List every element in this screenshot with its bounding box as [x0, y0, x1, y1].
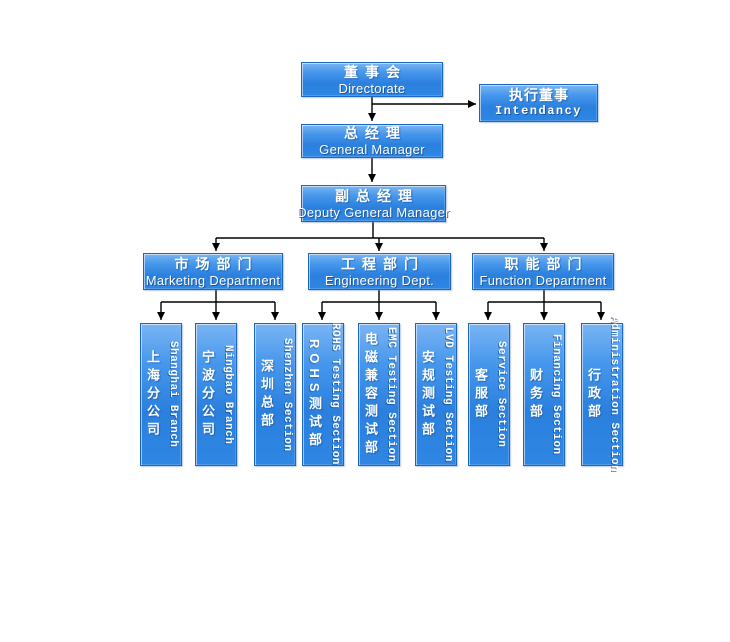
node-directorate: 董事会 Directorate — [301, 62, 443, 97]
node-function-label-en: Function Department — [479, 272, 607, 288]
node-lvd-testing-section: 安规测试部 LVD Testing Section — [415, 323, 457, 466]
node-service-section-label-zh: 客服部 — [473, 367, 488, 422]
node-rohs-testing-section-label-en: ROHS Testing Section — [329, 323, 341, 466]
node-engineering-label-en: Engineering Dept. — [324, 272, 435, 288]
node-function-label-zh: 职能部门 — [504, 255, 589, 272]
node-directorate-label-en: Directorate — [338, 80, 406, 96]
node-financing-section-label-en: Financing Section — [550, 334, 562, 455]
node-administration-section: 行政部 Administration Section — [581, 316, 623, 473]
node-marketing-label-zh: 市场部门 — [174, 255, 259, 272]
node-directorate-label-zh: 董事会 — [344, 63, 407, 80]
node-financing-section-label-zh: 财务部 — [528, 367, 543, 422]
node-ningbao-branch-label-en: Ningbao Branch — [222, 344, 234, 445]
node-engineering-department: 工程部门 Engineering Dept. — [308, 253, 451, 290]
node-marketing-label-en: Marketing Department — [145, 272, 281, 288]
node-marketing-department: 市场部门 Marketing Department — [143, 253, 283, 290]
node-intendancy: 执行董事 Intendancy — [479, 84, 598, 122]
node-service-section-label-en: Service Section — [495, 341, 507, 448]
node-engineering-label-zh: 工程部门 — [341, 255, 425, 272]
node-financing-section: 财务部 Financing Section — [523, 323, 565, 466]
node-rohs-testing-section: ROHS测试部 ROHS Testing Section — [302, 323, 344, 466]
node-lvd-testing-section-label-zh: 安规测试部 — [420, 349, 435, 440]
node-intendancy-label-en: Intendancy — [494, 104, 582, 118]
node-emc-testing-section-label-zh: 电磁兼容测试部 — [363, 331, 378, 458]
node-administration-section-label-zh: 行政部 — [586, 367, 601, 422]
node-ningbao-branch-label-zh: 宁波分公司 — [200, 349, 215, 440]
node-general-manager-label-en: General Manager — [319, 142, 425, 157]
node-general-manager: 总经理 General Manager — [301, 124, 443, 158]
node-deputy-general-manager-label-zh: 副总经理 — [335, 187, 419, 204]
node-intendancy-label-zh: 执行董事 — [509, 87, 569, 103]
node-rohs-testing-section-label-zh: ROHS测试部 — [307, 338, 322, 451]
node-administration-section-label-en: Administration Section — [608, 316, 620, 473]
node-shenzhen-section-label-zh: 深圳总部 — [259, 358, 274, 431]
node-function-department: 职能部门 Function Department — [472, 253, 614, 290]
node-lvd-testing-section-label-en: LVD Testing Section — [442, 327, 454, 462]
node-shenzhen-section-label-en: Shenzhen Section — [281, 337, 293, 452]
node-emc-testing-section-label-en: EMC Testing Section — [385, 327, 397, 462]
node-service-section: 客服部 Service Section — [468, 323, 510, 466]
node-shanghai-branch-label-zh: 上海分公司 — [145, 349, 160, 440]
node-shanghai-branch: 上海分公司 Shanghai Branch — [140, 323, 182, 466]
node-general-manager-label-zh: 总经理 — [344, 125, 407, 141]
node-ningbao-branch: 宁波分公司 Ningbao Branch — [195, 323, 237, 466]
node-shenzhen-section: 深圳总部 Shenzhen Section — [254, 323, 296, 466]
node-shanghai-branch-label-en: Shanghai Branch — [167, 341, 179, 448]
node-deputy-general-manager: 副总经理 Deputy General Manager — [297, 185, 449, 222]
node-emc-testing-section: 电磁兼容测试部 EMC Testing Section — [358, 323, 400, 466]
node-deputy-general-manager-label-en: Deputy General Manager — [297, 204, 450, 220]
